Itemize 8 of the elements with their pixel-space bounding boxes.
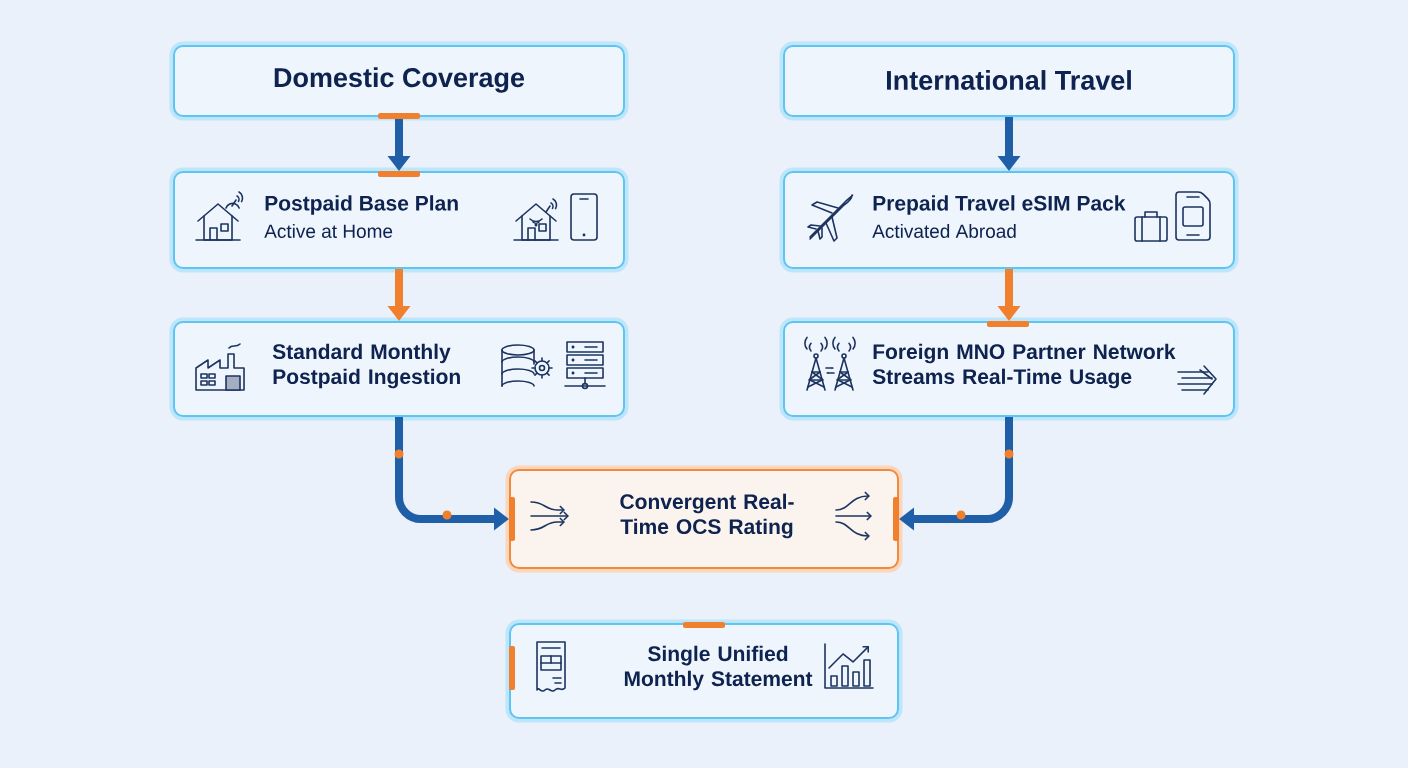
process-box: Prepaid Travel eSIM Pack Activated Abroad <box>779 167 1239 273</box>
process-box: Single Unified Monthly Statement <box>505 619 903 723</box>
process-box: Standard Monthly Postpaid Ingestion <box>169 317 629 421</box>
process-box: Postpaid Base Plan Active at Home <box>169 167 629 273</box>
section-header-box: International Travel <box>779 41 1239 121</box>
process-box: Convergent Real-Time OCS Rating <box>505 465 903 573</box>
process-box: Foreign MNO Partner Network Streams Real-Time Usage <box>779 317 1239 421</box>
section-header-box: Domestic Coverage <box>169 41 629 121</box>
